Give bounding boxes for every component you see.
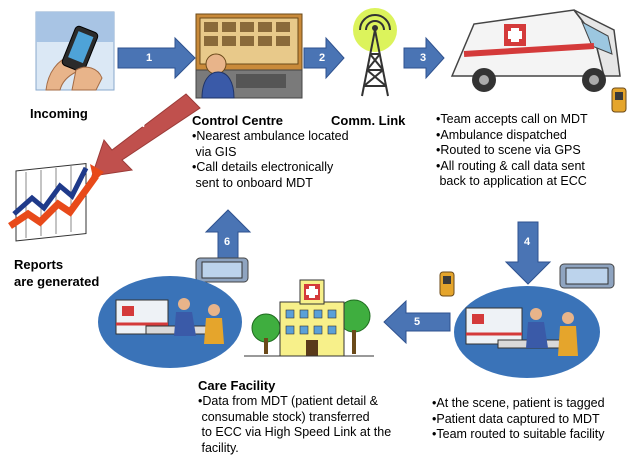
tablet-icon — [559, 263, 615, 289]
report-chart-icon — [8, 163, 104, 242]
tablet-icon — [195, 257, 249, 283]
mdt-handheld-icon — [611, 87, 627, 113]
scene-bullet: •Patient data captured to MDT — [432, 411, 600, 426]
ambulance-icon — [450, 9, 621, 92]
control-centre-bullet: •Nearest ambulance located — [192, 129, 349, 143]
arrow-7-number: 7 — [141, 118, 148, 130]
care-facility-bullet: •Data from MDT (patient detail & — [198, 394, 378, 408]
arrow-3-number: 3 — [420, 52, 427, 64]
care-facility-label: Care Facility — [198, 378, 276, 393]
ambulance-crew-scene-right — [454, 286, 600, 378]
arrow-1-number: 1 — [146, 52, 153, 64]
scene-bullets: •At the scene, patient is tagged •Patien… — [432, 396, 605, 443]
control-centre-bullets: •Nearest ambulance located via GIS •Call… — [192, 129, 349, 191]
control-centre-bullet: sent to onboard MDT — [192, 175, 313, 190]
phone-hand-icon — [35, 11, 115, 91]
arrow-6-number: 6 — [224, 236, 231, 248]
control-centre-icon — [195, 13, 303, 99]
incoming-label: Incoming — [30, 106, 88, 121]
reports-label-line: are generated — [14, 274, 100, 289]
team-bullets: •Team accepts call on MDT •Ambulance dis… — [436, 112, 588, 190]
arrow-6 — [204, 209, 252, 259]
team-bullet: •All routing & call data sent — [436, 158, 585, 173]
arrow-7 — [91, 93, 201, 177]
reports-label: Reports are generated — [14, 256, 99, 290]
care-facility-bullet: to ECC via High Speed Link at the — [198, 425, 392, 439]
control-centre-bullet: •Call details electronically — [192, 160, 334, 174]
arrow-1 — [117, 36, 196, 80]
team-bullet: back to application at ECC — [436, 174, 587, 188]
arrow-4 — [504, 221, 552, 285]
arrow-5 — [383, 299, 451, 345]
reports-label-line: Reports — [14, 257, 64, 272]
team-bullet: •Routed to scene via GPS — [436, 143, 581, 157]
care-facility-bullets: •Data from MDT (patient detail & consuma… — [198, 394, 391, 456]
arrow-2-number: 2 — [319, 52, 326, 64]
control-centre-label: Control Centre — [192, 113, 283, 128]
radio-tower-icon — [353, 8, 397, 97]
comm-link-label: Comm. Link — [331, 113, 406, 128]
scene-bullet: •Team routed to suitable facility — [432, 427, 605, 441]
team-bullet: •Ambulance dispatched — [436, 127, 567, 142]
care-facility-bullet: consumable stock) transferred — [198, 409, 370, 424]
arrow-4-number: 4 — [524, 236, 531, 248]
team-bullet: •Team accepts call on MDT — [436, 112, 588, 126]
control-centre-bullet: via GIS — [192, 144, 237, 159]
arrow-2 — [303, 36, 345, 80]
ambulance-crew-scene-left — [98, 276, 242, 368]
arrow-3 — [403, 36, 445, 80]
hospital-icon — [244, 279, 374, 357]
scene-bullet: •At the scene, patient is tagged — [432, 396, 605, 410]
arrow-5-number: 5 — [414, 316, 421, 328]
care-facility-bullet: facility. — [198, 440, 239, 455]
mdt-handheld-icon — [439, 271, 455, 297]
